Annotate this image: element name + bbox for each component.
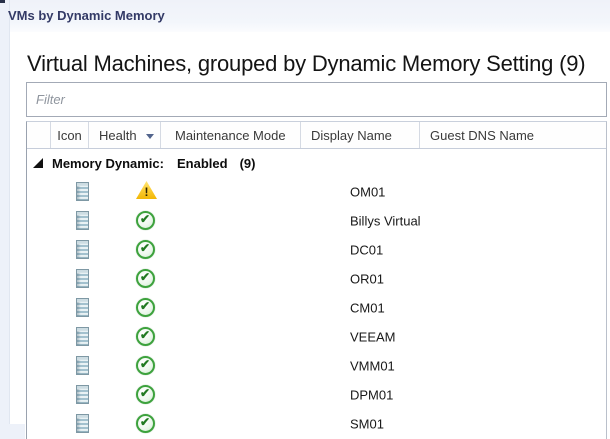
vm-icon	[76, 414, 89, 433]
group-label: Memory Dynamic:	[52, 155, 164, 171]
table-row[interactable]: SM01	[27, 409, 606, 438]
view-title: VMs by Dynamic Memory	[8, 8, 165, 23]
table-row[interactable]: VEEAM	[27, 322, 606, 351]
health-ok-icon	[136, 356, 155, 375]
column-header-guest-dns-name[interactable]: Guest DNS Name	[420, 122, 606, 148]
table-row[interactable]: VMM01	[27, 351, 606, 380]
column-label-maintenance-mode: Maintenance Mode	[175, 127, 286, 143]
vm-icon	[76, 240, 89, 259]
left-pane-edge	[0, 0, 10, 439]
health-ok-icon	[136, 414, 155, 433]
vm-icon	[76, 182, 89, 201]
vm-table: Icon Health Maintenance Mode Display Nam…	[26, 121, 607, 439]
vm-display-name: DPM01	[350, 387, 394, 402]
vm-icon	[76, 327, 89, 346]
table-row[interactable]: DPM01	[27, 380, 606, 409]
column-header-health[interactable]: Health	[89, 122, 161, 148]
table-row[interactable]: Billys Virtual	[27, 206, 606, 235]
vm-display-name: SM01	[350, 416, 384, 431]
group-count: (9)	[239, 155, 256, 171]
corner-artifact	[0, 0, 5, 3]
table-row[interactable]: CM01	[27, 293, 606, 322]
header-bar	[0, 0, 610, 32]
left-pane-corner	[0, 424, 25, 439]
vm-display-name: Billys Virtual	[350, 213, 421, 228]
page-title: Virtual Machines, grouped by Dynamic Mem…	[27, 51, 586, 76]
vm-icon	[76, 385, 89, 404]
vm-icon	[76, 356, 89, 375]
column-label-icon: Icon	[57, 127, 82, 143]
health-ok-icon	[136, 327, 155, 346]
vm-display-name: OR01	[350, 271, 384, 286]
vm-icon	[76, 269, 89, 288]
column-label-display-name: Display Name	[311, 127, 392, 143]
column-label-health: Health	[99, 127, 137, 143]
table-row[interactable]: OM01	[27, 177, 606, 206]
vm-display-name: VMM01	[350, 358, 395, 373]
collapse-icon[interactable]	[33, 158, 43, 168]
column-header-icon[interactable]: Icon	[51, 122, 89, 148]
table-body: OM01 Billys Virtual DC01 OR01 CM01 VEEAM…	[27, 177, 606, 438]
health-ok-icon	[136, 240, 155, 259]
health-ok-icon	[136, 385, 155, 404]
column-header-display-name[interactable]: Display Name	[301, 122, 420, 148]
sort-desc-icon	[145, 133, 154, 139]
vm-display-name: CM01	[350, 300, 385, 315]
column-header-expander[interactable]	[27, 122, 51, 148]
vm-display-name: DC01	[350, 242, 384, 257]
vm-display-name: VEEAM	[350, 329, 396, 344]
vm-display-name: OM01	[350, 184, 386, 199]
vm-icon	[76, 298, 89, 317]
filter-box	[26, 82, 607, 117]
table-row[interactable]: OR01	[27, 264, 606, 293]
table-header: Icon Health Maintenance Mode Display Nam…	[27, 122, 606, 149]
table-row[interactable]: DC01	[27, 235, 606, 264]
health-ok-icon	[136, 269, 155, 288]
filter-input[interactable]	[27, 83, 606, 116]
health-ok-icon	[136, 211, 155, 230]
column-header-maintenance-mode[interactable]: Maintenance Mode	[161, 122, 301, 148]
group-value: Enabled	[176, 155, 228, 171]
column-label-guest-dns-name: Guest DNS Name	[430, 127, 535, 143]
health-ok-icon	[136, 298, 155, 317]
vm-icon	[76, 211, 89, 230]
group-row[interactable]: Memory Dynamic: Enabled (9)	[27, 149, 606, 177]
health-warning-icon	[136, 181, 157, 199]
